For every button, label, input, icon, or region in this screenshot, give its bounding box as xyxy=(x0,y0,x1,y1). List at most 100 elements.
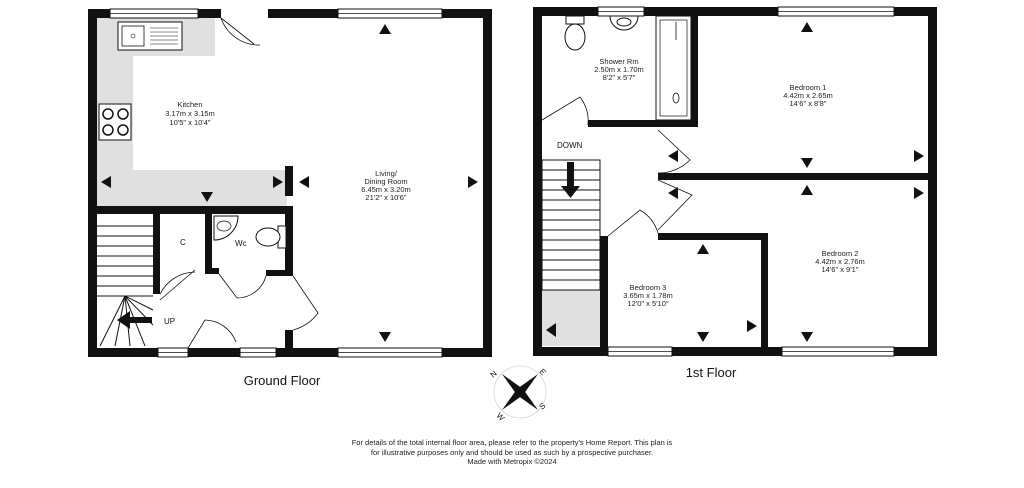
toilet-icon xyxy=(255,225,287,249)
kitchen-worktop-bottom xyxy=(97,170,287,206)
staircase xyxy=(541,159,601,291)
first-floor-title: 1st Floor xyxy=(686,365,737,380)
measure-arrow-icon xyxy=(801,185,813,195)
wall xyxy=(285,206,293,276)
door-swing xyxy=(159,271,196,295)
door-swing xyxy=(607,209,659,237)
measure-arrow-icon xyxy=(697,332,709,342)
disclaimer-line-1: For details of the total internal floor … xyxy=(351,438,673,447)
sink-icon xyxy=(117,21,183,51)
stairs-label: UP xyxy=(164,317,175,326)
bedroom2-metric: 4.42m x 2.76m xyxy=(815,257,865,266)
door-swing xyxy=(187,319,237,349)
measure-arrow-icon xyxy=(914,187,924,199)
measure-arrow-icon xyxy=(668,187,678,199)
compass-s: S xyxy=(538,401,548,411)
compass-icon: N E S W xyxy=(489,365,548,423)
measure-arrow-icon xyxy=(801,332,813,342)
first-floor-plan: DOWN Shower Rm 2.50m x 1.70m 8'2" x 5'7"… xyxy=(533,6,937,380)
wall xyxy=(266,270,293,276)
kitchen-metric: 3.17m x 3.15m xyxy=(165,109,215,118)
bedroom3-metric: 3.65m x 1.78m xyxy=(623,291,673,300)
door-swing xyxy=(220,17,261,46)
measure-arrow-icon xyxy=(914,150,924,162)
shower-room-metric: 2.50m x 1.70m xyxy=(594,65,644,74)
window xyxy=(777,6,895,17)
compass-n: N xyxy=(489,369,499,380)
shower-icon xyxy=(655,15,692,121)
toilet-icon xyxy=(564,15,586,51)
kitchen-name: Kitchen xyxy=(177,100,202,109)
bedroom3-imperial: 12'0" x 5'10" xyxy=(627,299,668,308)
landing-shade xyxy=(542,290,602,346)
measure-arrow-icon xyxy=(747,320,757,332)
wall xyxy=(88,9,97,357)
window xyxy=(597,6,645,17)
disclaimer: For details of the total internal floor … xyxy=(280,438,744,467)
compass-e: E xyxy=(538,367,548,377)
bedroom1-imperial: 14'6" x 8'8" xyxy=(790,99,827,108)
wall xyxy=(658,233,768,240)
wc-label: Wc xyxy=(235,239,247,248)
hob-icon xyxy=(98,103,132,141)
window xyxy=(337,347,443,358)
door-swing xyxy=(159,269,196,301)
wall xyxy=(761,233,768,347)
living-name: Living/ xyxy=(375,169,398,178)
shower-room-imperial: 8'2" x 5'7" xyxy=(603,73,636,82)
stairs-arrow-icon xyxy=(117,311,152,329)
window xyxy=(157,347,189,358)
ground-floor-title: Ground Floor xyxy=(244,373,321,388)
wall xyxy=(533,7,542,356)
wall xyxy=(153,214,160,294)
wall xyxy=(88,348,158,357)
measure-arrow-icon xyxy=(379,332,391,342)
measure-arrow-icon xyxy=(379,24,391,34)
living-metric: 6.45m x 3.20m xyxy=(361,185,411,194)
measure-arrow-icon xyxy=(468,176,478,188)
door-swing xyxy=(657,129,691,174)
door-swing xyxy=(657,179,693,231)
wall xyxy=(285,330,293,348)
bedroom2-imperial: 14'6" x 9'1" xyxy=(822,265,859,274)
window xyxy=(109,8,199,19)
measure-arrow-icon xyxy=(101,176,111,188)
wall xyxy=(533,7,937,16)
wall xyxy=(928,7,937,356)
living-imperial: 21'2" x 10'6" xyxy=(365,193,406,202)
shower-room-name: Shower Rm xyxy=(599,57,638,66)
measure-arrow-icon xyxy=(801,158,813,168)
measure-arrow-icon xyxy=(273,176,283,188)
door-swing xyxy=(218,273,267,299)
wall xyxy=(205,214,212,274)
window xyxy=(337,8,443,19)
stairs-arrow-icon xyxy=(561,162,580,198)
ground-floor-plan: UP Kitchen 3.17m x 3.15m 10'5" x 10'4" L… xyxy=(88,8,492,388)
window xyxy=(239,347,277,358)
wall xyxy=(658,173,928,180)
door-swing xyxy=(292,275,319,331)
measure-arrow-icon xyxy=(668,150,678,162)
measure-arrow-icon xyxy=(201,192,213,202)
wall xyxy=(600,236,608,348)
basin-icon xyxy=(609,15,639,31)
measure-arrow-icon xyxy=(801,22,813,32)
measure-arrow-icon xyxy=(697,244,709,254)
kitchen-imperial: 10'5" x 10'4" xyxy=(169,118,210,127)
bedroom3-name: Bedroom 3 xyxy=(630,283,667,292)
basin-icon xyxy=(213,215,239,241)
wall xyxy=(205,268,219,274)
stairs-label: DOWN xyxy=(557,141,583,150)
wall xyxy=(588,120,698,127)
measure-arrow-icon xyxy=(299,176,309,188)
bedroom1-name: Bedroom 1 xyxy=(790,83,827,92)
window xyxy=(607,346,673,357)
wall xyxy=(483,9,492,357)
wall xyxy=(691,16,698,127)
living-name-2: Dining Room xyxy=(364,177,407,186)
disclaimer-line-3: Made with Metropix ©2024 xyxy=(467,457,557,466)
cupboard-label: C xyxy=(180,238,186,247)
wall xyxy=(97,206,293,214)
measure-arrow-icon xyxy=(546,323,556,337)
